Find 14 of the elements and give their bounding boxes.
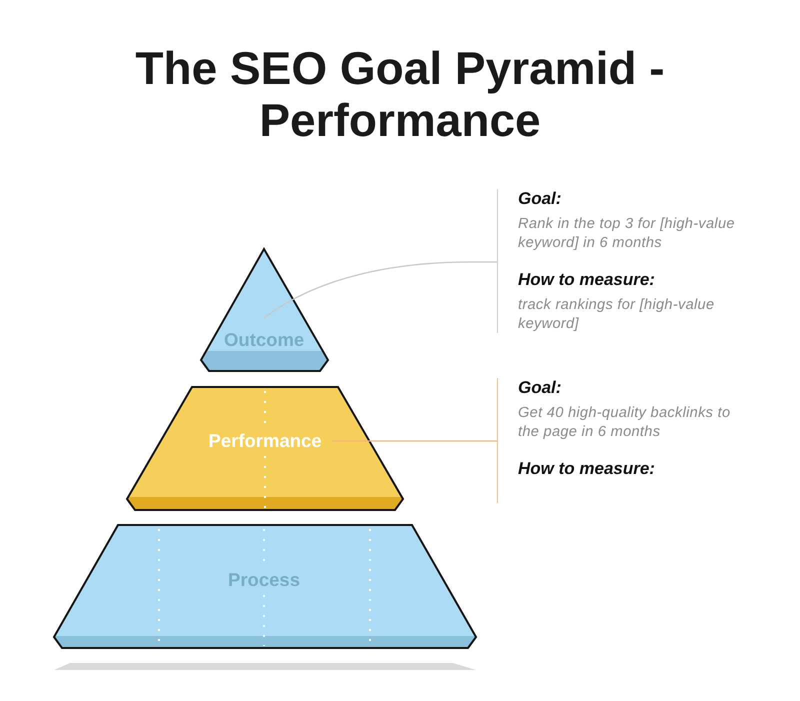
- title: The SEO Goal Pyramid - Performance: [134, 42, 666, 146]
- leader-line: [264, 261, 497, 319]
- callout-text: track rankings for [high-value keyword]: [518, 296, 716, 333]
- callout-heading: How to measure:: [518, 459, 656, 479]
- callout-text: Rank in the top 3 for [high-value keyword] in 6 months: [518, 215, 736, 252]
- callout-text: Get 40 high-quality backlinks to the page in 6 months: [518, 404, 732, 441]
- callout-heading: Goal:: [518, 378, 562, 398]
- callout-heading: How to measure:: [518, 270, 656, 290]
- tier-label: Performance: [208, 430, 322, 452]
- pyramid-base-tier: [52, 522, 478, 650]
- pyramid-top-triangle: [199, 246, 330, 373]
- callout-heading: Goal:: [518, 189, 562, 209]
- leader-line: [332, 440, 497, 442]
- pyramid-middle-tier: [125, 384, 405, 512]
